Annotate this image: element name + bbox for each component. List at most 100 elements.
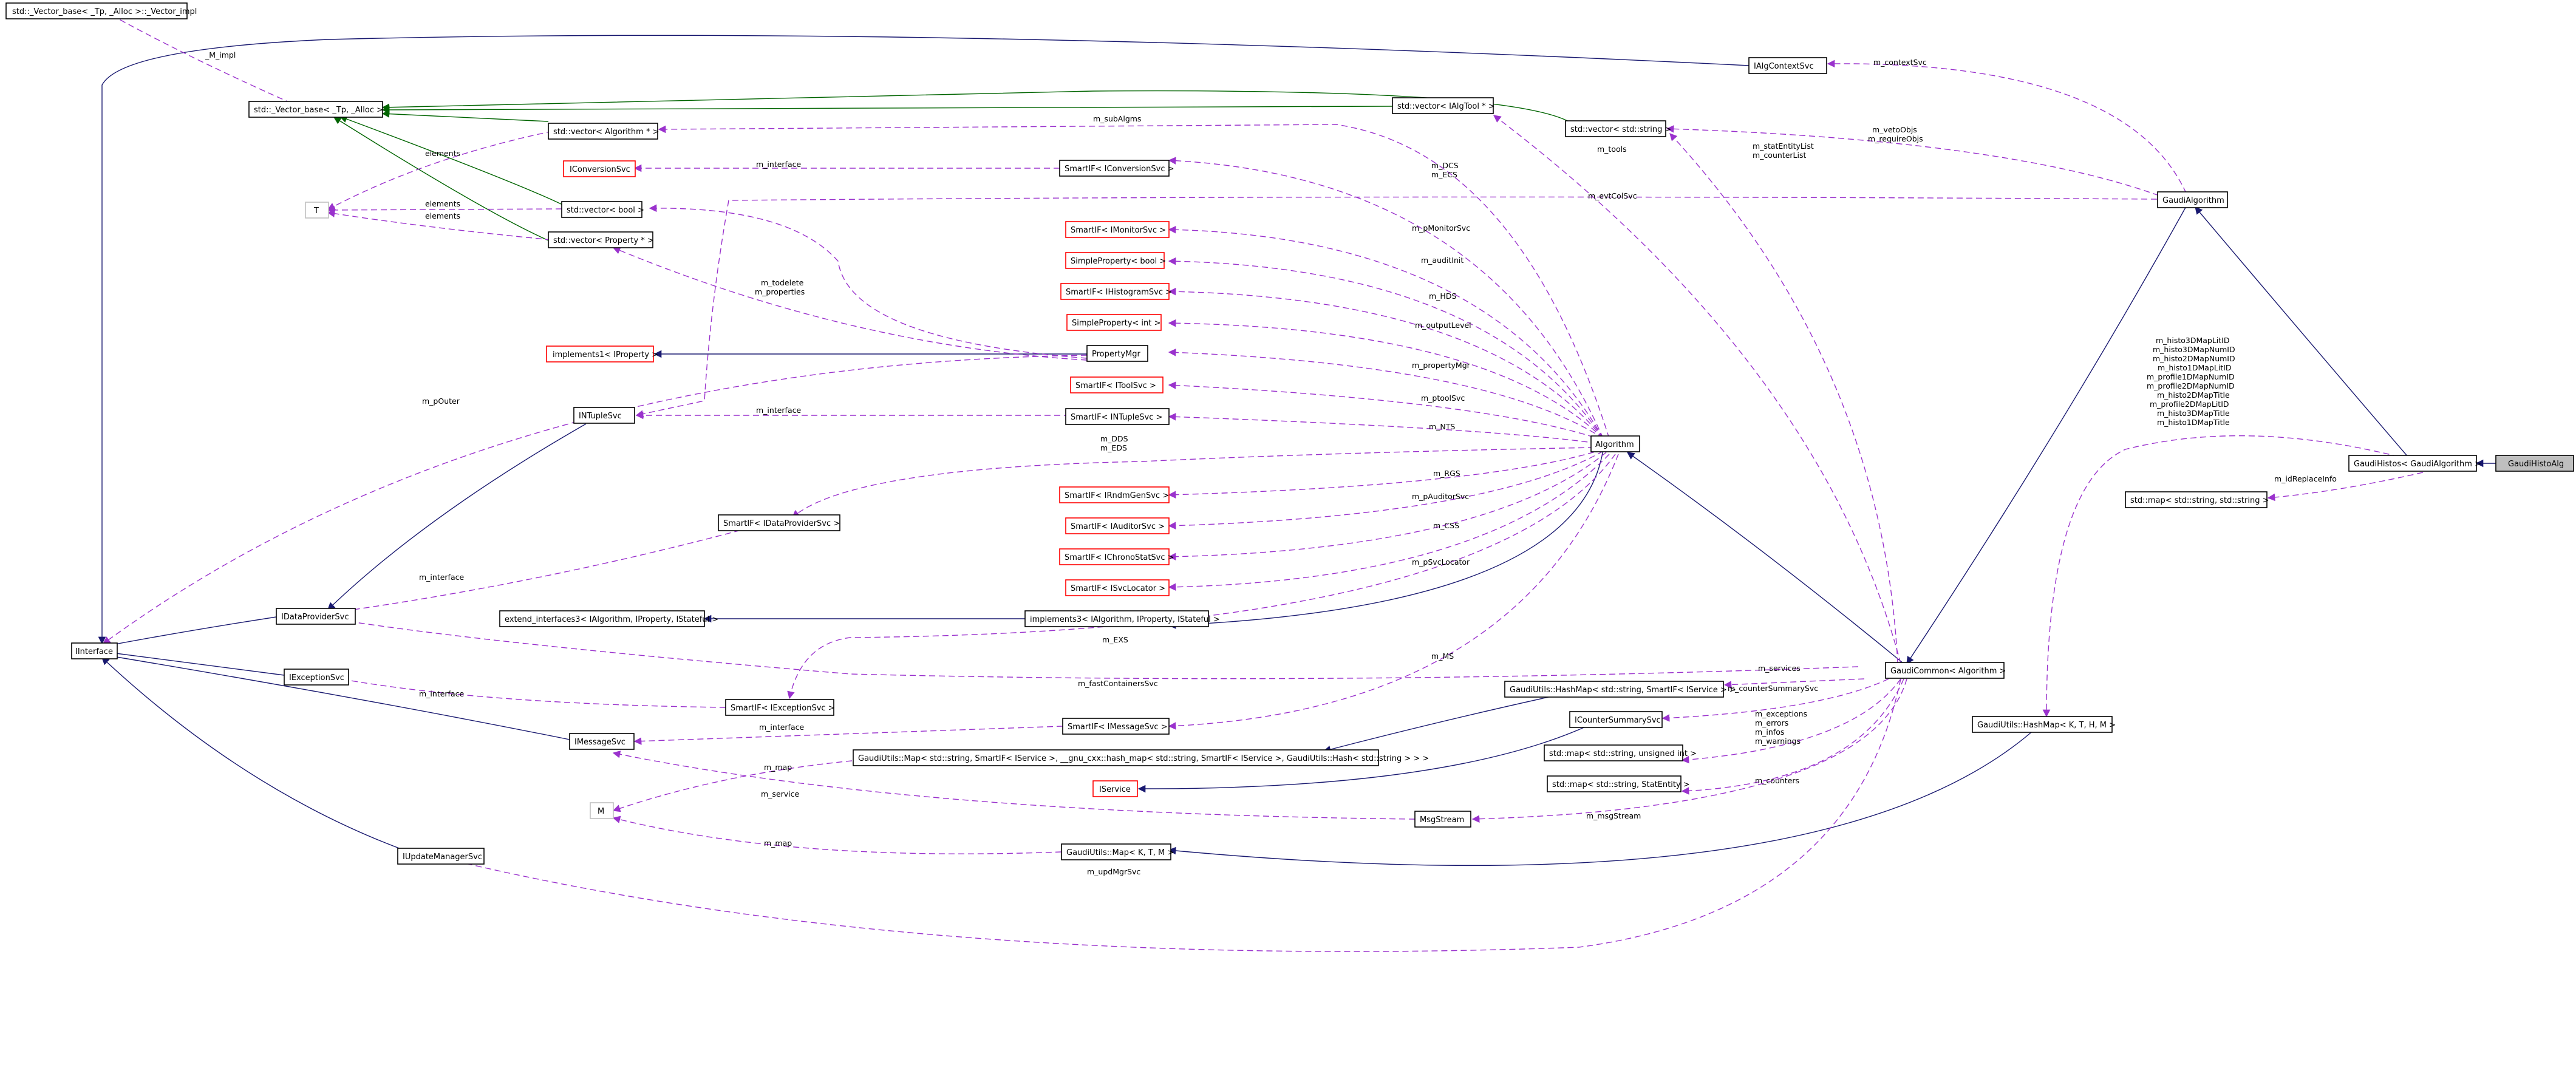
label-m-exs: m_EXS: [1102, 635, 1128, 644]
label-m-contextsvc: m_contextSvc: [1873, 58, 1927, 67]
node-sp-auditor[interactable]: SmartIF< IAuditorSvc >: [1065, 517, 1170, 534]
node-gaudi-map-service[interactable]: GaudiUtils::Map< std::string, SmartIF< I…: [853, 749, 1429, 766]
node-gaudi-hashmap-service[interactable]: GaudiUtils::HashMap< std::string, SmartI…: [1504, 681, 1736, 698]
svg-text:GaudiUtils::HashMap< std::stri: GaudiUtils::HashMap< std::string, SmartI…: [1510, 686, 1736, 695]
label-m-countersummarysvc: m_counterSummarySvc: [1728, 684, 1818, 693]
node-vec-bool[interactable]: std::vector< bool >: [561, 201, 644, 218]
node-msgstream[interactable]: MsgStream: [1414, 811, 1471, 828]
node-propertymgr[interactable]: PropertyMgr: [1086, 345, 1148, 362]
node-imessagesvc[interactable]: IMessageSvc: [569, 733, 635, 750]
edge-msgstream-service: [612, 751, 1416, 820]
node-idataprovidersvc[interactable]: IDataProviderSvc: [276, 608, 356, 625]
node-map-unsigned[interactable]: std::map< std::string, unsigned int >: [1544, 744, 1697, 761]
node-vec-ialgtool[interactable]: std::vector< IAlgTool * >: [1392, 97, 1495, 114]
node-gaudicommon[interactable]: GaudiCommon< Algorithm >: [1885, 662, 2006, 679]
edge-algorithm-to-gaudicommon: [1626, 452, 1904, 664]
svg-text:M: M: [598, 807, 604, 816]
node-ialgcontextsvc[interactable]: IAlgContextSvc: [1748, 57, 1827, 74]
node-sp-conversion[interactable]: SmartIF< IConversionSvc >: [1059, 160, 1174, 177]
node-algorithm[interactable]: Algorithm: [1590, 435, 1640, 452]
node-sp-message[interactable]: SmartIF< IMessageSvc >: [1062, 718, 1170, 735]
label-m-nts: m_NTS: [1429, 422, 1455, 431]
label-histo-map-0: m_histo3DMapLitID: [2156, 336, 2230, 345]
label-m-vetoobjs: m_vetoObjs: [1872, 125, 1917, 134]
edge-algorithm-subalgms: [658, 124, 1610, 439]
svg-text:GaudiHistoAlg: GaudiHistoAlg: [2508, 460, 2564, 469]
svg-text:GaudiUtils::Map< K, T, M >: GaudiUtils::Map< K, T, M >: [1066, 848, 1174, 857]
node-sp-svclocator[interactable]: SmartIF< ISvcLocator >: [1065, 579, 1170, 596]
node-sp-histogram[interactable]: SmartIF< IHistogramSvc >: [1060, 283, 1172, 300]
node-vector-impl[interactable]: std::_Vector_base< _Tp, _Alloc >::_Vecto…: [5, 2, 197, 19]
node-implements1[interactable]: implements1< IProperty >: [546, 345, 658, 363]
edge-algorithm-nts: [1168, 413, 1598, 444]
edge-gaudicommon-fastcontainers: [327, 615, 1859, 679]
edge-updatemanager-to-iinterface: [101, 657, 401, 849]
edge-algorithm-css: [1168, 452, 1607, 561]
node-iexceptionsvc[interactable]: IExceptionSvc: [284, 669, 349, 686]
node-vec-algorithm[interactable]: std::vector< Algorithm * >: [548, 123, 659, 140]
svg-text:SmartIF< INTupleSvc >: SmartIF< INTupleSvc >: [1071, 413, 1162, 422]
node-sp-exception[interactable]: SmartIF< IExceptionSvc >: [725, 699, 835, 716]
edge-gaudicommon-tools: [1493, 115, 1901, 664]
node-gaudi-map-ktm[interactable]: GaudiUtils::Map< K, T, M >: [1061, 843, 1174, 860]
svg-text:SmartIF< IHistogramSvc >: SmartIF< IHistogramSvc >: [1066, 288, 1172, 297]
node-gaudihistoalg[interactable]: GaudiHistoAlg: [2495, 455, 2574, 472]
node-sp-chrono[interactable]: SmartIF< IChronoStatSvc >: [1059, 548, 1174, 565]
edge-gaudialgorithm-vetoobjs: [1666, 125, 2159, 196]
label-m-warnings: m_warnings: [1755, 737, 1801, 746]
svg-text:std::_Vector_base< _Tp, _Alloc: std::_Vector_base< _Tp, _Alloc >: [254, 106, 383, 115]
node-iconversionsvc[interactable]: IConversionSvc: [563, 160, 636, 177]
node-t[interactable]: T: [305, 202, 329, 219]
node-sp-dataprovider[interactable]: SmartIF< IDataProviderSvc >: [718, 514, 840, 531]
node-sp-rndm[interactable]: SmartIF< IRndmGenSvc >: [1059, 486, 1170, 503]
node-iupdatemanagersvc[interactable]: IUpdateManagerSvc: [397, 848, 485, 865]
edge-vecproperty-t: [327, 209, 552, 240]
node-map-string-string[interactable]: std::map< std::string, std::string >: [2125, 491, 2269, 508]
node-gaudialgorithm[interactable]: GaudiAlgorithm: [2157, 191, 2228, 208]
node-simple-int[interactable]: SimpleProperty< int >: [1066, 314, 1162, 331]
label-m-exceptions: m_exceptions: [1755, 709, 1807, 718]
edge-dataprovider-interface: [327, 525, 760, 616]
label-histo-map-5: m_profile2DMapNumID: [2147, 381, 2235, 390]
node-simple-bool[interactable]: SimpleProperty< bool >: [1065, 252, 1166, 269]
edge-vecalgorithm-t: [327, 131, 553, 210]
label-m-impl: _M_impl: [205, 50, 236, 60]
svg-text:SmartIF< IAuditorSvc >: SmartIF< IAuditorSvc >: [1071, 522, 1165, 531]
label-histo-map-8: m_histo3DMapTitle: [2157, 409, 2230, 418]
node-iservice[interactable]: IService: [1092, 780, 1138, 797]
edge-gaudicommon-services: [1723, 678, 1865, 689]
node-map-statentity[interactable]: std::map< std::string, StatEntity >: [1547, 775, 1690, 792]
label-m-updmgrsvc: m_updMgrSvc: [1087, 867, 1140, 876]
node-intuplesvc[interactable]: INTupleSvc: [573, 407, 635, 424]
node-iinterface[interactable]: IInterface: [71, 642, 118, 659]
edge-hashmap-service-to-gaudimap: [1323, 689, 1583, 754]
edge-exception-interface: [339, 676, 726, 708]
node-implements3[interactable]: implements3< IAlgorithm, IProperty, ISta…: [1024, 610, 1220, 627]
edge-algorithm-svclocator: [1168, 454, 1610, 591]
svg-text:std::map< std::string, std::st: std::map< std::string, std::string >: [2130, 496, 2269, 505]
edge-algorithm-rgs: [1168, 449, 1604, 499]
label-m-pouter: m_pOuter: [422, 397, 460, 406]
svg-text:std::map< std::string, StatEnt: std::map< std::string, StatEntity >: [1552, 780, 1690, 789]
node-m[interactable]: M: [590, 802, 614, 819]
node-vector-base[interactable]: std::_Vector_base< _Tp, _Alloc >: [248, 101, 383, 118]
edge-algorithm-dcs: [1168, 157, 1604, 439]
node-sp-toolsvc[interactable]: SmartIF< IToolSvc >: [1070, 376, 1164, 393]
edge-algorithm-propertymgr: [1168, 349, 1604, 439]
label-m-subalgms: m_subAlgms: [1093, 114, 1141, 123]
svg-text:std::vector< bool >: std::vector< bool >: [567, 206, 644, 215]
node-gaudi-hashmap-kthm[interactable]: GaudiUtils::HashMap< K, T, H, M >: [1972, 716, 2116, 733]
node-vec-string[interactable]: std::vector< std::string >: [1565, 120, 1671, 137]
node-icountersummarysvc[interactable]: ICounterSummarySvc: [1569, 711, 1663, 728]
node-sp-ntuple[interactable]: SmartIF< INTupleSvc >: [1065, 408, 1170, 425]
svg-text:implements1< IProperty >: implements1< IProperty >: [553, 350, 658, 359]
node-gaudihistos[interactable]: GaudiHistos< GaudiAlgorithm >: [2348, 455, 2481, 472]
node-vec-property[interactable]: std::vector< Property * >: [548, 231, 654, 248]
node-extend-interfaces3[interactable]: extend_interfaces3< IAlgorithm, IPropert…: [499, 610, 718, 627]
edge-gaudihistos-histomaps: [2042, 435, 2399, 718]
edge-dataprovider-to-iinterface: [101, 616, 277, 650]
edge-algorithm-dds: [792, 447, 1595, 518]
label-m-interface-conv: m_interface: [756, 160, 801, 169]
node-sp-monitor[interactable]: SmartIF< IMonitorSvc >: [1065, 221, 1170, 238]
edge-vecproperty-to-vectorbase: [333, 117, 549, 241]
